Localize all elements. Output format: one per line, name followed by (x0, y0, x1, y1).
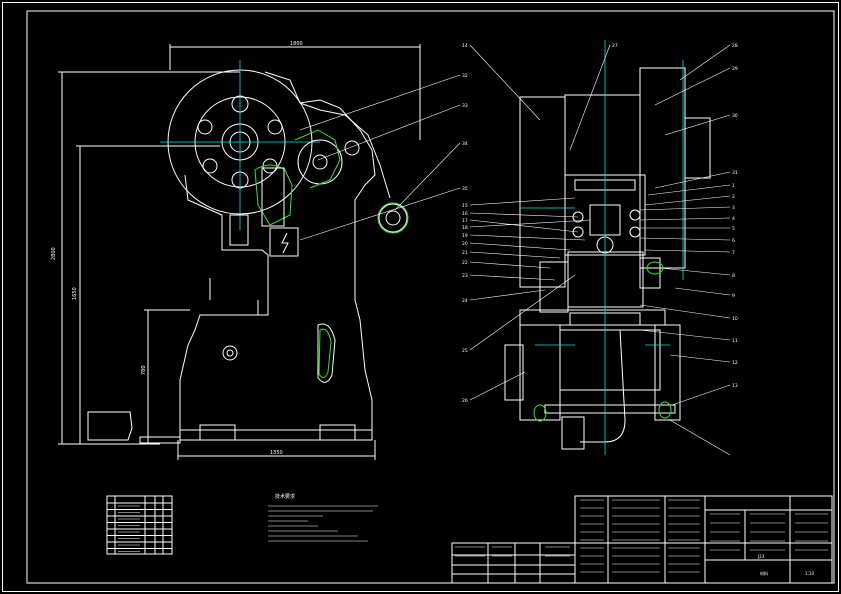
balloon-34: 34 (462, 141, 468, 147)
balloon-front-11: 24 (462, 298, 468, 304)
title-block: J23 材料 1:10 (451, 495, 833, 584)
balloon-front-29: 11 (732, 338, 738, 344)
balloon-front-28: 10 (732, 316, 738, 322)
balloon-front-20: 2 (732, 194, 735, 200)
side-view-leaders: 32 33 34 35 (299, 73, 468, 241)
balloon-front-21: 3 (732, 205, 735, 211)
dim-base-width: 1350 (270, 450, 283, 456)
title-drawing-name: J23 (757, 554, 765, 559)
balloon-front-16: 29 (732, 66, 738, 72)
balloon-front-10: 23 (462, 273, 468, 279)
balloon-front-5: 18 (462, 225, 468, 231)
balloon-front-25: 7 (732, 250, 735, 256)
balloon-front-27: 9 (732, 293, 735, 299)
balloon-front-26: 8 (732, 273, 735, 279)
balloon-front-19: 1 (732, 183, 735, 189)
balloon-33: 33 (462, 103, 468, 109)
title-material: 材料 (760, 570, 768, 576)
balloon-front-31: 13 (732, 383, 738, 389)
balloon-front-1: 14 (462, 43, 468, 49)
side-view: 1800 2800 1650 780 1350 (51, 41, 421, 460)
balloon-35: 35 (462, 186, 468, 192)
parts-list-table (106, 495, 173, 555)
technical-notes: 技术要求 (268, 493, 378, 542)
title-scale: 1:10 (805, 571, 814, 576)
notes-title: 技术要求 (275, 493, 295, 500)
balloon-front-12: 25 (462, 348, 468, 354)
dim-bed-height: 780 (141, 365, 147, 375)
balloon-front-18: 31 (732, 170, 738, 176)
balloon-front-7: 20 (462, 241, 468, 247)
balloon-front-13: 26 (462, 398, 468, 404)
balloon-front-22: 4 (732, 216, 735, 222)
balloon-front-9: 22 (462, 260, 468, 266)
balloon-front-14: 27 (612, 43, 618, 49)
balloon-front-23: 5 (732, 226, 735, 232)
balloon-front-2: 15 (462, 203, 468, 209)
balloon-front-3: 16 (462, 211, 468, 217)
inner-frame (26, 10, 835, 584)
balloon-front-6: 19 (462, 233, 468, 239)
balloon-32: 32 (462, 73, 468, 79)
dim-top-width: 1800 (290, 41, 303, 47)
balloon-front-30: 12 (732, 360, 738, 366)
balloon-front-4: 17 (462, 218, 468, 224)
balloon-front-15: 28 (732, 43, 738, 49)
dim-throat-height: 1650 (72, 287, 78, 300)
balloon-front-24: 6 (732, 238, 735, 244)
balloon-front-17: 30 (732, 113, 738, 119)
dim-overall-height: 2800 (51, 247, 57, 260)
balloon-front-8: 21 (462, 250, 468, 256)
